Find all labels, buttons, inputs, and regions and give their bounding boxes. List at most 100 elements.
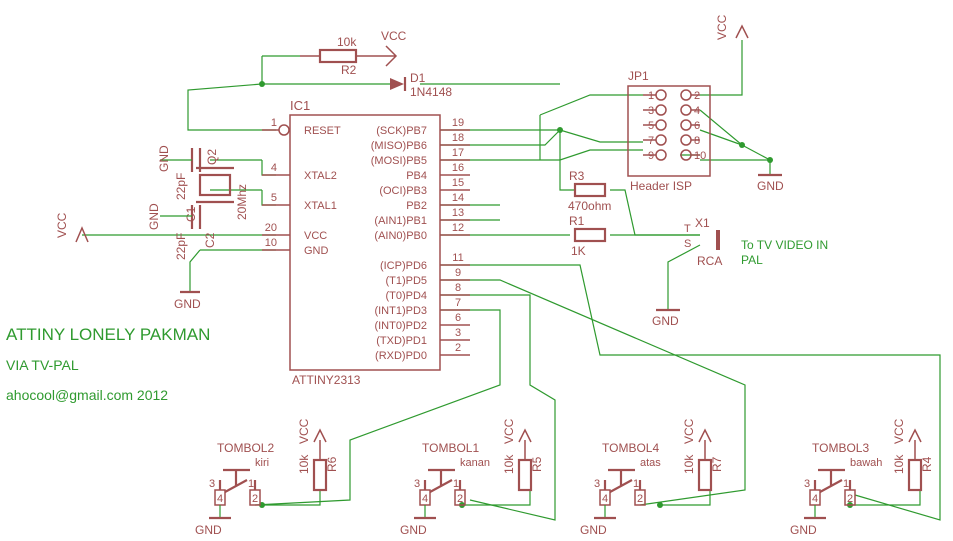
gnd-jp1-label: GND (757, 179, 784, 193)
cap-c2: GND 22pF C2 (147, 203, 217, 260)
switch-pin-4: 4 (217, 493, 223, 505)
ic-pin-name: (OCI)PB3 (379, 185, 427, 197)
d1-part: 1N4148 (410, 85, 452, 99)
jp1-pin-number: 5 (648, 120, 654, 132)
ic-pin-number: 9 (455, 267, 461, 279)
crystal-value: 20Mhz (235, 184, 249, 220)
ic-pin-number: 1 (271, 117, 277, 129)
button-vcc-label: VCC (892, 418, 906, 444)
vcc-arrow-icon (908, 428, 922, 443)
ic-pin-name: (AIN0)PB0 (374, 230, 427, 242)
ic-pin-number: 2 (455, 342, 461, 354)
r3: R3 470ohm (568, 169, 611, 213)
jp1-name: JP1 (628, 69, 649, 83)
button-label: atas (640, 457, 661, 469)
jp1-pin (655, 149, 667, 161)
ic-pin-name: XTAL2 (304, 170, 337, 182)
junctions (259, 81, 853, 508)
ic-pin-number: 7 (455, 297, 461, 309)
button-gnd-label: GND (580, 523, 607, 537)
switch-pad-right (454, 489, 466, 506)
switch-pin-1: 1 (248, 478, 254, 490)
pullup-value: 10k (892, 454, 906, 474)
pullup-name: R4 (920, 456, 934, 472)
x1-t: T (684, 223, 691, 235)
ic-pin-number: 16 (452, 162, 464, 174)
c1-gnd: GND (157, 145, 171, 172)
r1-value: 1K (571, 244, 586, 258)
button-name: TOMBOL1 (422, 441, 479, 455)
ic-pin-number: 19 (452, 117, 464, 129)
switch-pin-4: 4 (602, 493, 608, 505)
switch-pad-left (809, 489, 821, 506)
switch-pin-3: 3 (594, 478, 600, 490)
ic-pin-name: PB4 (406, 170, 427, 182)
ic-pin-number: 12 (452, 222, 464, 234)
button-label: bawah (850, 457, 882, 469)
ic-pin-number: 5 (271, 192, 277, 204)
button-vcc-label: VCC (682, 418, 696, 444)
pullup-name: R7 (710, 456, 724, 472)
ic-pin-name: PB2 (406, 200, 427, 212)
ic-pin-name: (AIN1)PB1 (374, 215, 427, 227)
pullup-name: R6 (325, 456, 339, 472)
gnd-ic: GND (174, 290, 201, 311)
x1-name: X1 (695, 216, 710, 230)
tv-out-note-2: PAL (741, 253, 763, 267)
switch-pad-left (599, 489, 611, 506)
gnd-jp1: GND (757, 173, 784, 193)
ic-pin-number: 18 (452, 132, 464, 144)
jp1-pin (655, 89, 667, 101)
pullup-value: 10k (682, 454, 696, 474)
jp1-pin-number: 2 (694, 90, 700, 102)
jp1-pin-number: 8 (694, 135, 700, 147)
ic-pin-number: 4 (271, 162, 277, 174)
button-label: kanan (460, 457, 490, 469)
gnd-rca: GND (652, 308, 680, 328)
jp1-pin (680, 89, 692, 101)
title-note: ATTINY LONELY PAKMAN (6, 325, 210, 344)
vcc-arrow-icon (518, 428, 532, 443)
vcc-left: VCC (55, 212, 89, 243)
ic-pin-name: (T1)PD5 (385, 275, 427, 287)
crystal-name: Q2 (205, 149, 219, 165)
r2-vcc: VCC (381, 29, 407, 43)
switch-pin-1: 1 (633, 478, 639, 490)
pullup-value: 10k (297, 454, 311, 474)
ic1-name: IC1 (290, 98, 310, 113)
tv-out-note: To TV VIDEO IN (741, 238, 828, 252)
c2-name: C2 (203, 232, 217, 248)
ic-pin-number: 8 (455, 282, 461, 294)
jp1-pin-number: 9 (648, 150, 654, 162)
switch-pad-left (419, 489, 431, 506)
jp1-pin-number: 1 (648, 90, 654, 102)
jp1-pin (680, 134, 692, 146)
switch-pad-left (214, 489, 226, 506)
crystal-q2: Q2 20Mhz (196, 149, 249, 220)
switch-actuator (423, 468, 462, 493)
ic-pin-number: 17 (452, 147, 464, 159)
r1-name: R1 (569, 214, 585, 228)
d1: D1 1N4148 (390, 71, 452, 99)
jp1-pin (680, 104, 692, 116)
ic-pin-name: (MISO)PB6 (371, 140, 427, 152)
jp1-pin-number: 7 (648, 135, 654, 147)
ic1-part: ATTINY2313 (292, 373, 361, 387)
ic-pin-name: (INT0)PD2 (374, 320, 427, 332)
ic1: IC1 ATTINY2313 1RESET4XTAL25XTAL120VCC10… (262, 98, 470, 387)
r2: 10k R2 VCC (262, 29, 407, 77)
vcc-top-right-label: VCC (715, 14, 729, 40)
cap-c1: GND 22pF C1 (157, 145, 202, 222)
jp1-pin (655, 104, 667, 116)
switch-pin-2: 2 (847, 493, 853, 505)
switch-pin-3: 3 (804, 478, 810, 490)
jp1-pin (655, 119, 667, 131)
jp1-pin-number: 6 (694, 120, 700, 132)
switch-pin-2: 2 (252, 493, 258, 505)
